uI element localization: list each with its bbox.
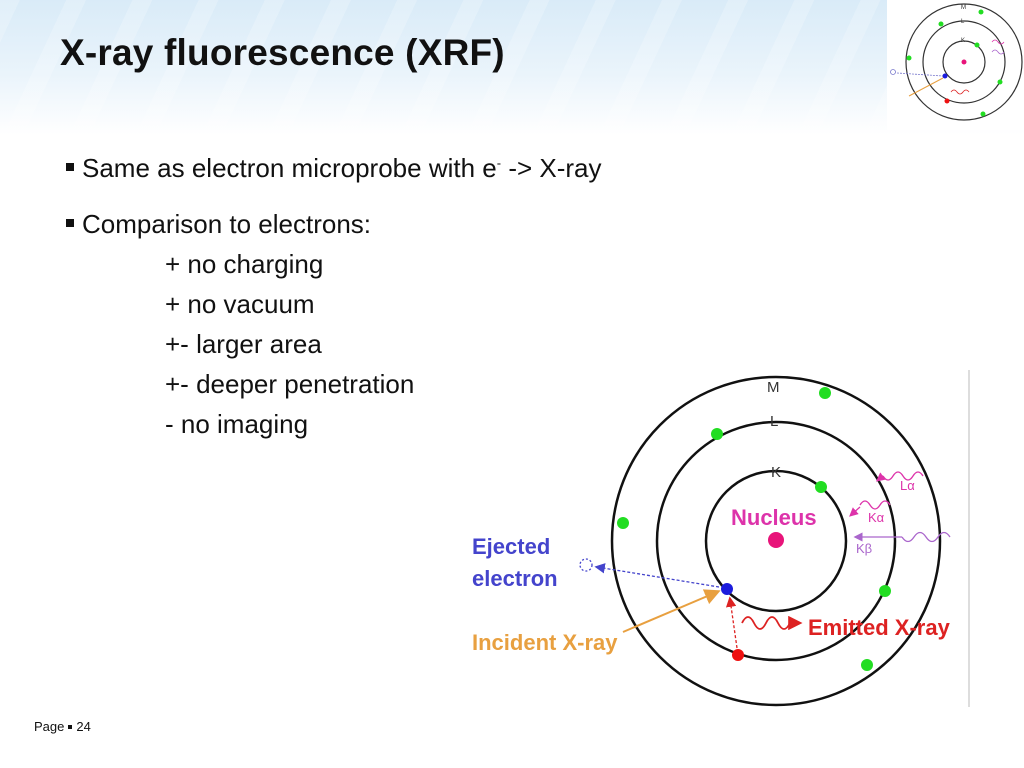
thumb-label-m: M — [961, 5, 966, 11]
thumb-transition-wave — [991, 49, 1005, 55]
page-number: 24 — [76, 719, 91, 734]
sub-item: - no imaging — [165, 409, 309, 439]
thumb-ejected-electron — [942, 73, 948, 79]
thumb-electron — [997, 79, 1003, 85]
thumb-electron — [938, 21, 944, 27]
thumb-label-l: L — [961, 19, 965, 25]
electron — [617, 517, 629, 529]
page-footer: Page 24 — [34, 719, 91, 734]
shell-m — [610, 375, 942, 707]
thumb-ejection-arrow — [896, 72, 944, 77]
thumb-electron — [980, 111, 986, 117]
emitted-xray-wave — [741, 616, 791, 630]
thumb-transition-wave — [991, 39, 1005, 45]
thumbnail-diagram: M L K — [887, 0, 1024, 130]
thumb-electron — [906, 55, 912, 61]
ejected-label: electron — [472, 566, 558, 591]
bullet-superscript: - — [496, 155, 502, 171]
k-alpha-label: Kα — [868, 510, 885, 525]
k-alpha-arrow — [849, 506, 861, 517]
k-alpha-wave — [859, 500, 891, 510]
sub-item: + no vacuum — [165, 289, 315, 319]
incident-xray-label: Incident X-ray — [472, 630, 618, 655]
incident-xray-arrow — [622, 589, 721, 633]
electron — [879, 585, 891, 597]
bullet-item: Comparison to electrons: — [62, 204, 782, 244]
l-alpha-wave — [882, 471, 924, 481]
l-alpha-arrow — [875, 472, 886, 482]
thumb-emitted-wave — [950, 89, 970, 95]
bullet-text: Comparison to electrons: — [82, 209, 372, 239]
bullet-item: Same as electron microprobe with e- -> X… — [62, 148, 782, 188]
ejected-label: Ejected — [472, 534, 550, 559]
emitted-xray-label: Emitted X-ray — [808, 615, 951, 640]
nucleus — [768, 532, 784, 548]
sub-item: + no charging — [165, 249, 324, 279]
thumb-vacancy-electron — [944, 98, 950, 104]
bullet-marker — [66, 163, 74, 171]
k-beta-label: Kβ — [856, 541, 872, 556]
bullet-text: Same as electron microprobe with e — [82, 153, 497, 183]
shell-label-l: L — [770, 413, 778, 430]
electron — [861, 659, 873, 671]
thumb-ejected-site — [890, 69, 896, 75]
ejection-arrow — [594, 563, 720, 588]
ejected-electron-position — [579, 558, 593, 572]
thumb-label-k: K — [961, 38, 965, 44]
bullet-marker — [66, 219, 74, 227]
filling-electron — [732, 649, 744, 661]
sub-item: +- deeper penetration — [165, 369, 415, 399]
slide-title: X-ray fluorescence (XRF) — [60, 32, 505, 73]
thumb-electron — [978, 9, 984, 15]
header-band — [0, 0, 1024, 135]
atom-diagram-svg: M L K Nucleus Ejected electron Incident … — [472, 362, 970, 707]
l-alpha-label: Lα — [900, 478, 915, 493]
header-decoration — [0, 0, 1024, 135]
electron — [711, 428, 723, 440]
footer-separator — [68, 725, 73, 729]
bullet-text-tail: -> X-ray — [501, 153, 602, 183]
electron — [819, 387, 831, 399]
page-label: Page — [34, 719, 65, 734]
thumb-shell-k — [942, 40, 986, 84]
thumb-electron — [974, 42, 980, 48]
shell-l — [655, 420, 897, 662]
thumb-incident-arrow — [908, 77, 944, 97]
thumb-shell-l — [922, 20, 1006, 104]
thumb-nucleus — [961, 59, 967, 65]
nucleus-label: Nucleus — [731, 505, 817, 530]
shell-label-m: M — [767, 379, 780, 396]
sub-item: +- larger area — [165, 329, 322, 359]
bullet-list: Same as electron microprobe with e- -> X… — [62, 148, 782, 444]
electron — [815, 481, 827, 493]
thumb-shell-m — [905, 3, 1023, 121]
k-beta-wave — [901, 531, 951, 543]
xrf-atom-diagram: M L K Nucleus Ejected electron Incident … — [460, 362, 980, 715]
shell-k — [704, 469, 848, 613]
ejected-electron — [721, 583, 733, 595]
thumbnail-atom-svg: M L K — [890, 3, 1023, 121]
shell-label-k: K — [771, 464, 781, 481]
transition-arrow — [725, 596, 738, 649]
